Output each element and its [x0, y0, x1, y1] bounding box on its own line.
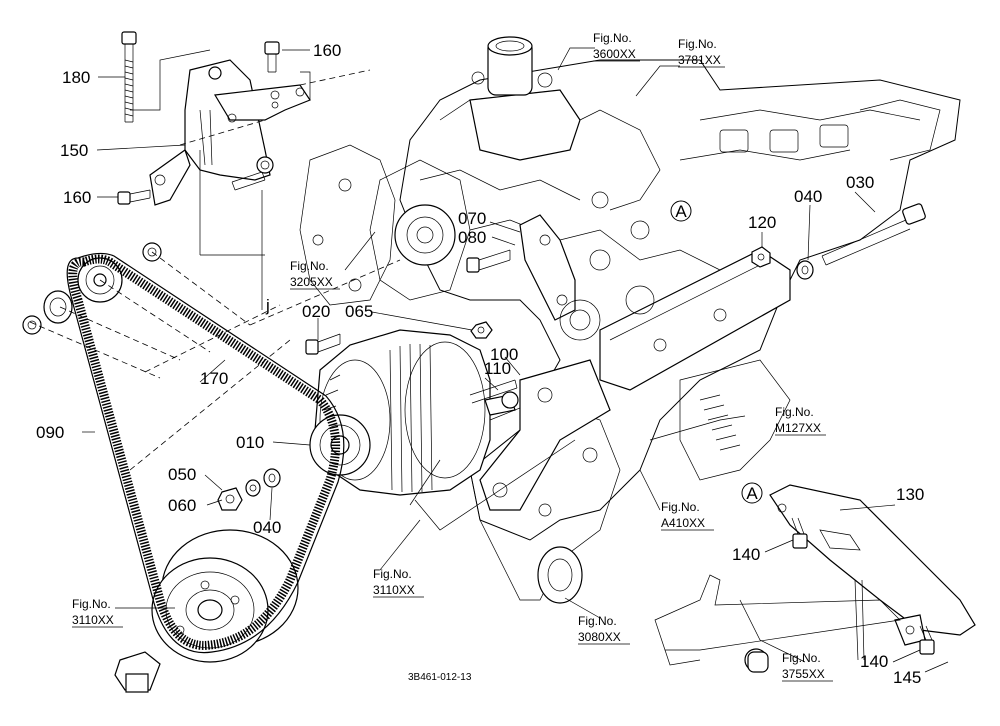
washer-stack — [217, 468, 281, 511]
svg-text:Fig.No.: Fig.No. — [290, 259, 329, 273]
bracket-3755 — [654, 574, 901, 666]
leader-lines — [82, 47, 949, 673]
svg-text:M127XX: M127XX — [775, 421, 821, 435]
part-label-160-top: 160 — [313, 41, 341, 60]
washer-040-right — [796, 260, 814, 280]
svg-text:3110XX: 3110XX — [72, 613, 114, 627]
cover-bracket-130 — [769, 484, 976, 646]
bolt-160-top — [264, 41, 280, 73]
part-label-090: 090 — [36, 423, 64, 442]
part-label-080: 080 — [458, 228, 486, 247]
part-label-065: 065 — [345, 302, 373, 321]
svg-text:3781XX: 3781XX — [678, 53, 721, 67]
svg-text:Fig.No.: Fig.No. — [775, 405, 814, 419]
svg-text:Fig.No.: Fig.No. — [678, 37, 717, 51]
marker-j: j — [265, 296, 270, 315]
part-label-140-mid: 140 — [732, 545, 760, 564]
fig-ref-A410: Fig.No. A410XX — [661, 500, 714, 531]
bolt-030 — [821, 203, 926, 266]
part-label-040-right: 040 — [794, 187, 822, 206]
reference-marker-a-lower: A — [741, 482, 763, 504]
alternator-drawing — [309, 329, 519, 496]
fig-ref-3600: Fig.No. 3600XX — [593, 31, 640, 62]
part-label-160-left: 160 — [63, 188, 91, 207]
part-number-labels: 180 160 150 160 070 080 120 040 030 020 … — [36, 41, 924, 687]
part-label-070: 070 — [458, 209, 486, 228]
fig-ref-3205: Fig.No. 3205XX — [290, 259, 340, 290]
svg-text:A410XX: A410XX — [661, 516, 705, 530]
part-label-040-lower: 040 — [253, 518, 281, 537]
svg-text:Fig.No.: Fig.No. — [593, 31, 632, 45]
bolt-080 — [466, 249, 511, 273]
part-label-010: 010 — [236, 433, 264, 452]
part-label-150: 150 — [60, 141, 88, 160]
fig-ref-3755: Fig.No. 3755XX — [782, 651, 833, 682]
part-label-140-lower: 140 — [860, 652, 888, 671]
part-label-100: 100 — [490, 345, 518, 364]
stud-bolt — [231, 171, 266, 191]
bolt-140-mid — [791, 517, 808, 549]
bolt-180 — [121, 31, 137, 123]
svg-text:3755XX: 3755XX — [782, 667, 825, 681]
reference-marker-a-upper: A — [670, 200, 692, 222]
part-label-170: 170 — [200, 369, 228, 388]
part-label-030: 030 — [846, 173, 874, 192]
vent-slots — [699, 394, 741, 451]
fig-ref-3781: Fig.No. 3781XX — [678, 37, 725, 68]
part-label-130: 130 — [896, 485, 924, 504]
svg-text:3600XX: 3600XX — [593, 47, 636, 61]
v-belt-drawing — [66, 252, 345, 654]
svg-text:3205XX: 3205XX — [290, 275, 333, 289]
part-label-120: 120 — [748, 213, 776, 232]
fig-ref-3110-center: Fig.No. 3110XX — [373, 567, 424, 598]
bolt-140-lower — [919, 625, 935, 655]
svg-text:Fig.No.: Fig.No. — [373, 567, 412, 581]
dashed-reference-lines — [29, 49, 576, 531]
bolt-160-left — [117, 189, 151, 205]
figure-reference-labels: Fig.No. 3600XX Fig.No. 3781XX Fig.No. 32… — [72, 31, 833, 682]
svg-text:A: A — [675, 202, 687, 221]
drawing-code: 3B461-012-13 — [408, 672, 472, 683]
svg-text:Fig.No.: Fig.No. — [782, 651, 821, 665]
part-label-110: 110 — [484, 359, 511, 378]
svg-text:A: A — [746, 484, 758, 503]
nut-120 — [751, 246, 771, 268]
svg-text:Fig.No.: Fig.No. — [578, 614, 617, 628]
part-label-145: 145 — [893, 668, 921, 687]
part-label-020: 020 — [302, 302, 330, 321]
svg-text:Fig.No.: Fig.No. — [661, 500, 700, 514]
fig-ref-3080: Fig.No. 3080XX — [578, 614, 630, 645]
svg-text:3080XX: 3080XX — [578, 630, 621, 644]
fig-ref-M127: Fig.No. M127XX — [775, 405, 826, 436]
engine-block-drawing — [299, 36, 961, 604]
bolt-110 — [469, 379, 518, 404]
fig-ref-3110-left: Fig.No. 3110XX — [72, 597, 123, 628]
bolt-020 — [305, 333, 341, 355]
svg-text:3110XX: 3110XX — [373, 583, 415, 597]
svg-text:Fig.No.: Fig.No. — [72, 597, 111, 611]
part-label-180: 180 — [62, 68, 90, 87]
part-label-060: 060 — [168, 496, 196, 515]
nut-065 — [470, 321, 493, 339]
part-label-050: 050 — [168, 465, 196, 484]
alternator-bracket-150 — [149, 59, 311, 206]
cap-145-shape — [747, 651, 769, 673]
